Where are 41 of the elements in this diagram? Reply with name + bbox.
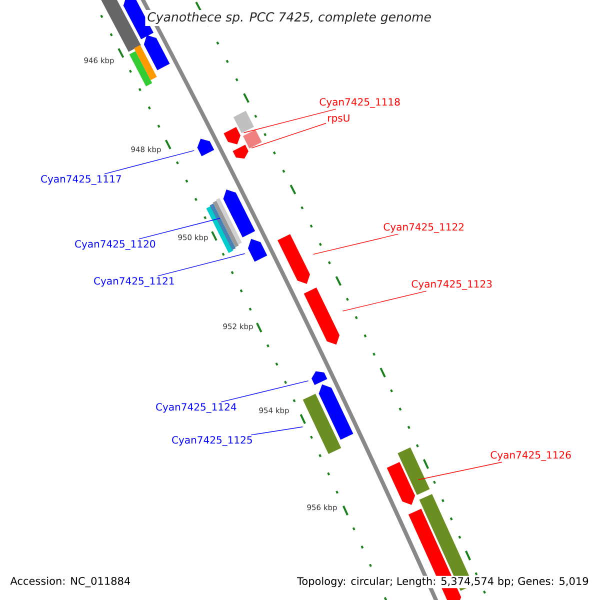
- leader-line: [342, 290, 427, 312]
- gene-block: [144, 35, 170, 70]
- gene-label: rpsU: [328, 114, 350, 124]
- gene-block: [318, 384, 354, 440]
- gene-block: [242, 130, 262, 148]
- gene-block: [129, 51, 152, 86]
- gene-label: Cyan7425_1122: [384, 223, 464, 233]
- footer-text: Topology: circular; Length: 5,374,574 bp; Genes: 5,019: [296, 576, 590, 588]
- leader-line: [138, 218, 220, 240]
- gene-label: Cyan7425_1124: [156, 403, 236, 413]
- gene-block: [100, 0, 141, 52]
- gene-label: Cyan7425_1123: [412, 280, 492, 290]
- gene-label: Cyan7425_1117: [41, 175, 121, 185]
- leader-line: [251, 122, 326, 148]
- gene-block: [233, 110, 254, 134]
- map-title: Cyanothece sp. PCC 7425, complete genome: [145, 10, 434, 26]
- gene-label: Cyan7425_1126: [490, 451, 571, 461]
- gene-block: [232, 144, 248, 159]
- footer-text: Accession: NC_011884: [9, 576, 132, 588]
- gene-block: [302, 394, 342, 454]
- leader-line: [312, 234, 399, 255]
- leader-line: [250, 426, 303, 436]
- gene-block: [197, 138, 214, 156]
- gene-label: Cyan7425_1121: [94, 277, 174, 287]
- gene-block: [278, 234, 310, 284]
- gene-block: [224, 126, 240, 144]
- leader-line: [220, 380, 309, 402]
- gene-block: [223, 189, 256, 238]
- gene-block: [312, 371, 328, 386]
- gene-label: Cyan7425_1125: [172, 436, 252, 446]
- leader-line: [104, 150, 194, 174]
- gene-block: [134, 44, 157, 80]
- leader-line: [418, 462, 502, 480]
- gene-block: [398, 447, 430, 495]
- gene-block: [248, 238, 268, 262]
- gene-block: [304, 288, 340, 345]
- leader-line: [158, 253, 246, 276]
- gene-label: Cyan7425_1118: [320, 98, 400, 108]
- leader-line: [243, 108, 336, 134]
- gene-label: Cyan7425_1120: [75, 240, 156, 250]
- gene-block: [386, 462, 416, 505]
